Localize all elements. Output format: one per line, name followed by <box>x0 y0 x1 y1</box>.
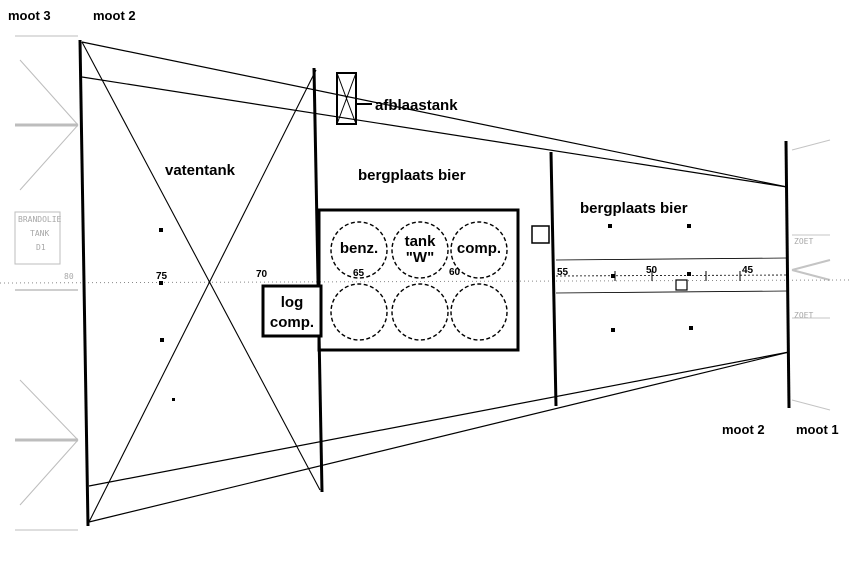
bulkhead-moot-1 <box>784 140 791 409</box>
frame-number-55: 55 <box>557 267 569 278</box>
label-comp: comp. <box>457 240 501 257</box>
label-tank-w-line2: "W" <box>406 249 434 266</box>
label-log-comp-line1: log <box>281 294 304 311</box>
circle-lower-3 <box>450 283 508 341</box>
frame-number-60: 60 <box>449 267 461 278</box>
label-afblaastank: afblaastank <box>375 97 458 114</box>
ghost-frame-number: 80 <box>64 272 74 281</box>
ghost-right-section <box>791 139 831 411</box>
label-bergplaats-bier-1: bergplaats bier <box>358 167 466 184</box>
ghost-zoet-bottom: ZOET <box>794 311 813 320</box>
comp-circle <box>450 221 508 279</box>
right-section-rails <box>555 257 788 294</box>
label-moot-2-top: moot 2 <box>93 8 136 23</box>
label-log-comp-line2: comp. <box>270 314 314 331</box>
frame-number-70: 70 <box>256 269 268 280</box>
log-comp-box <box>261 284 323 338</box>
ghost-tank-label-3: D1 <box>36 243 46 252</box>
ghost-tank-label-1: BRANDOLIE <box>18 215 62 224</box>
circle-lower-1 <box>330 283 388 341</box>
centerline <box>0 279 850 284</box>
benz-circle <box>330 221 388 279</box>
bulkhead-moot-3 <box>78 39 90 527</box>
frame-number-75: 75 <box>156 271 168 282</box>
tank-circles <box>330 221 508 341</box>
tank-compartment <box>317 208 520 352</box>
frame-number-50: 50 <box>646 265 658 276</box>
frame-number-65: 65 <box>353 268 365 279</box>
ghost-left-section <box>14 35 79 531</box>
label-moot-2-bottom: moot 2 <box>722 422 765 437</box>
label-vatentank: vatentank <box>165 162 236 179</box>
circle-lower-2 <box>391 283 449 341</box>
hull-outline <box>81 41 790 523</box>
ghost-zoet-top: ZOET <box>794 237 813 246</box>
tank-w-circle <box>391 221 449 279</box>
ghost-tank-label-2: TANK <box>30 229 49 238</box>
label-bergplaats-bier-2: bergplaats bier <box>580 200 688 217</box>
small-hatch-square <box>531 225 550 244</box>
label-tank-w-line1: tank <box>405 233 437 250</box>
small-fitting-box <box>675 279 688 291</box>
marker-dots <box>159 224 693 401</box>
frame-number-45: 45 <box>742 265 754 276</box>
label-moot-1-bottom: moot 1 <box>796 422 839 437</box>
label-benz: benz. <box>340 240 378 257</box>
bulkhead-middle <box>549 151 558 407</box>
afblaastank-box <box>336 72 357 125</box>
vatentank-cross <box>81 41 321 525</box>
label-moot-3-top: moot 3 <box>8 8 51 23</box>
